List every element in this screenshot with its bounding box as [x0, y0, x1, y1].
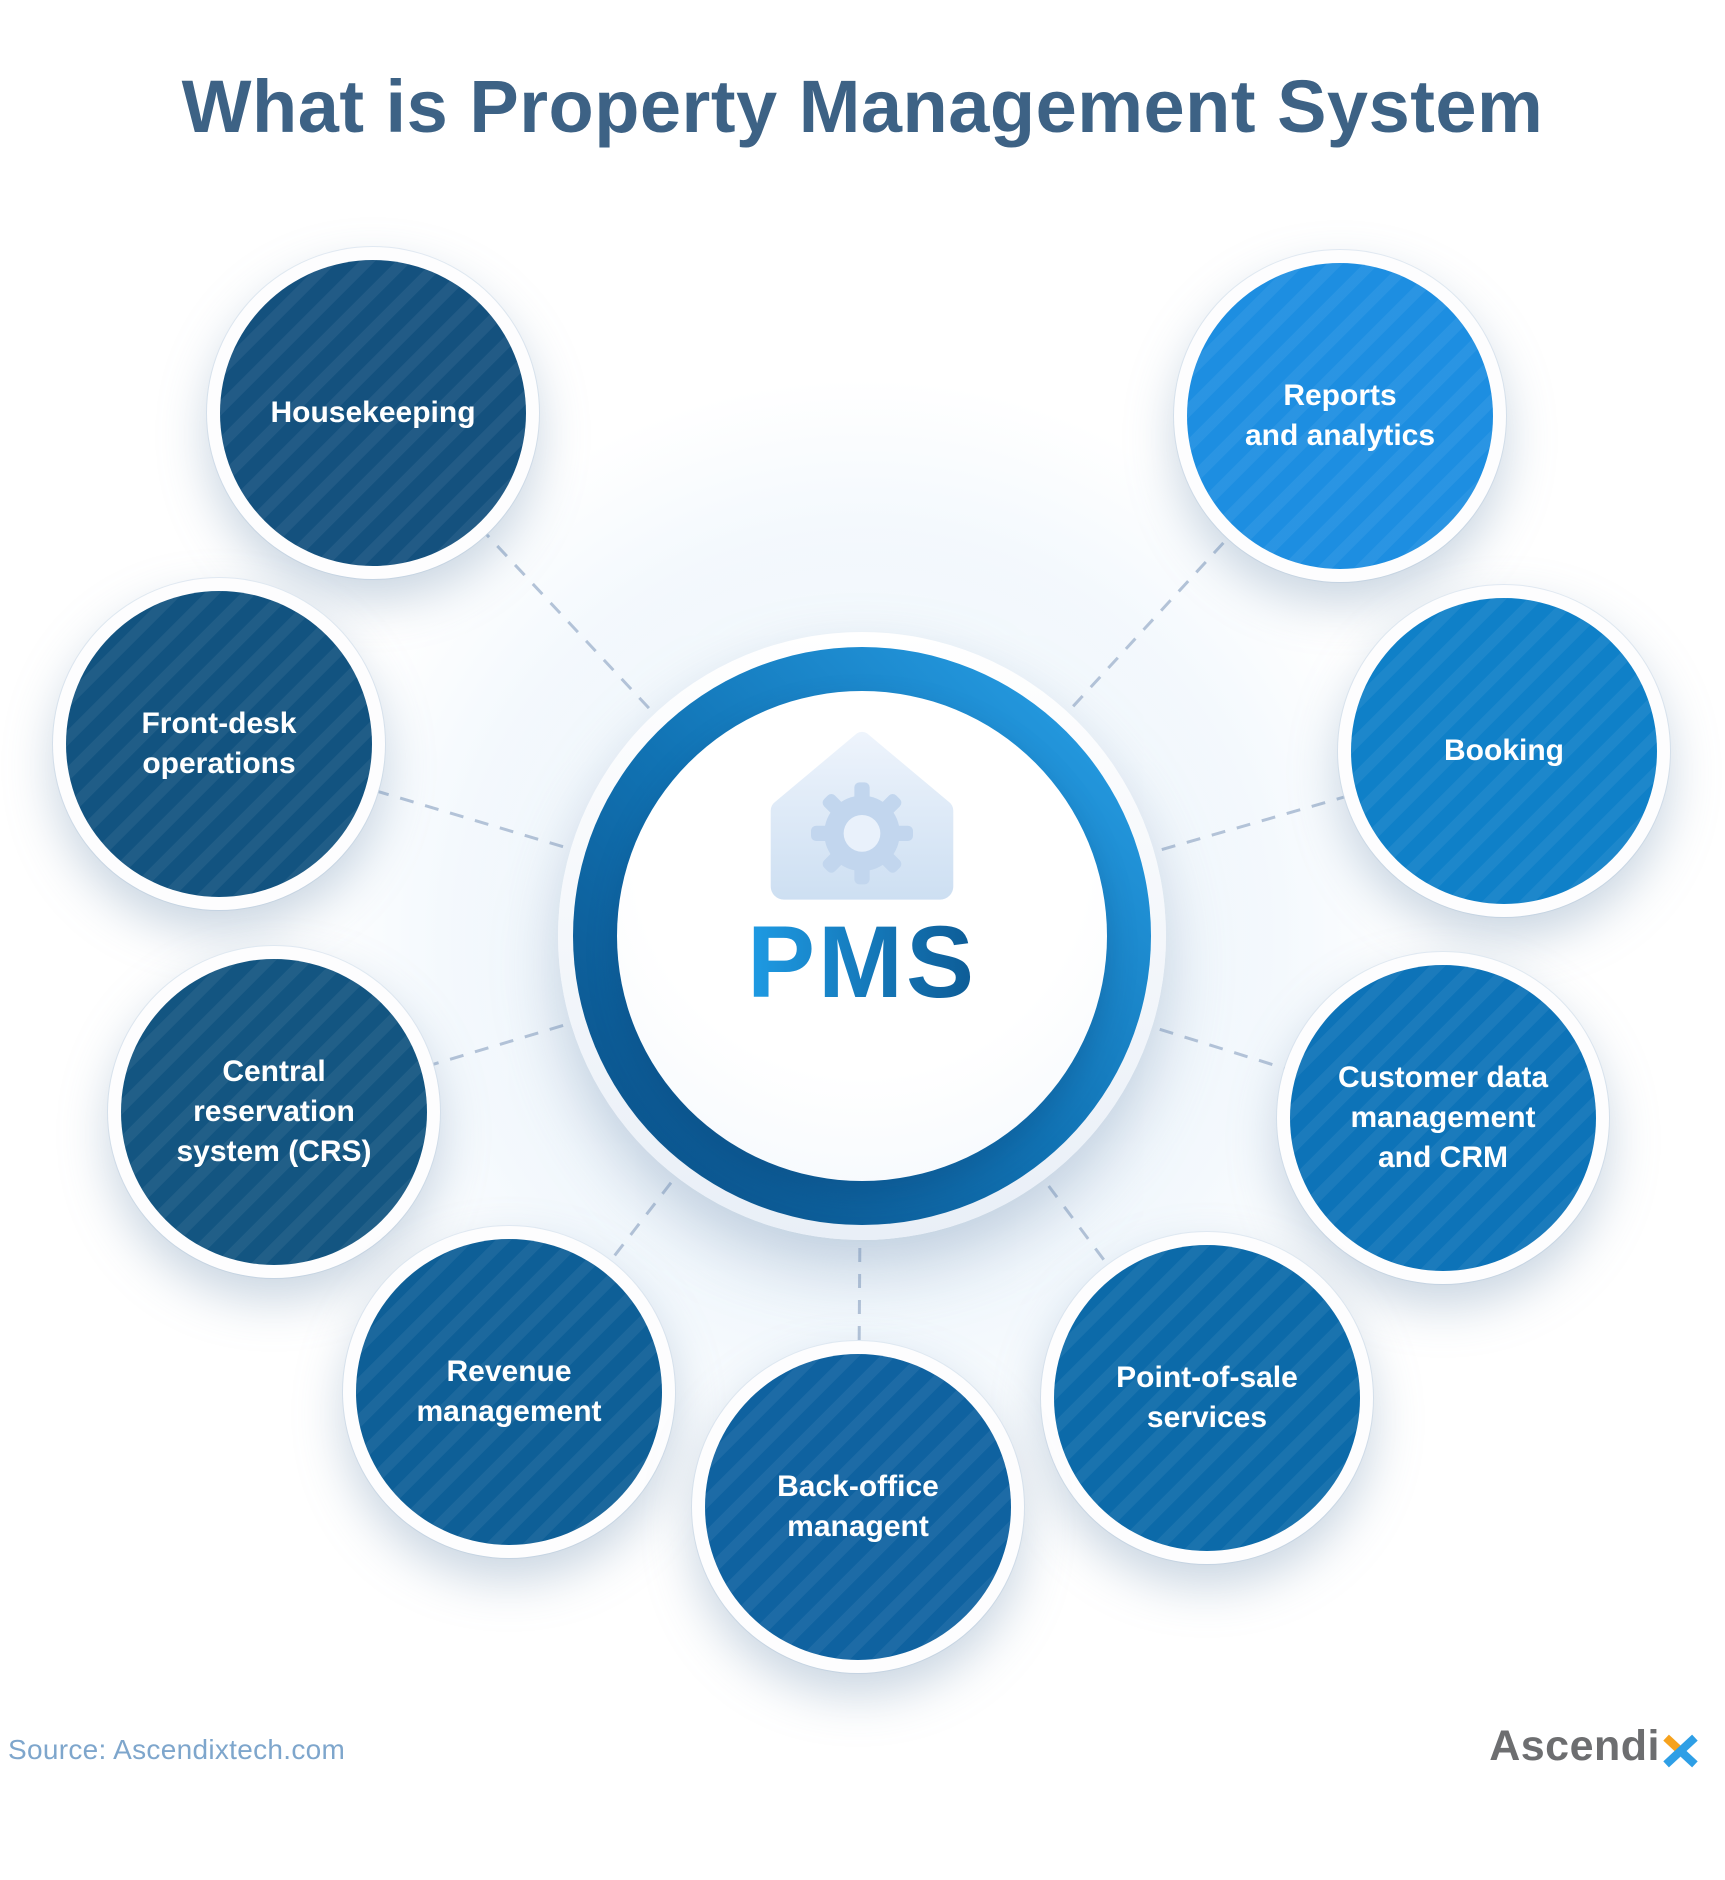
pms-ring: PMS [573, 647, 1151, 1225]
node-front-desk-operations: Front-desk operations [53, 578, 385, 910]
pms-center-medallion: PMS [558, 632, 1166, 1240]
node-circle: Front-desk operations [66, 591, 372, 897]
pms-inner-circle: PMS [617, 691, 1107, 1181]
node-label: Central reservation system (CRS) [176, 1055, 372, 1168]
page-title: What is Property Management System [181, 65, 1544, 148]
node-label: Reports and analytics [1244, 379, 1436, 452]
node-circle: Housekeeping [220, 260, 526, 566]
node-central-reservation-system: Central reservation system (CRS) [108, 946, 440, 1278]
node-label: Booking [1444, 734, 1564, 768]
node-customer-data-management: Customer data management and CRM [1277, 952, 1609, 1284]
source-label: Source: [8, 1734, 107, 1765]
node-circle: Central reservation system (CRS) [121, 959, 427, 1265]
node-label: Customer data management and CRM [1337, 1061, 1549, 1174]
source-value: Ascendixtech.com [113, 1734, 346, 1765]
node-label: Back-office managent [777, 1470, 939, 1543]
brand-logo: Ascendi [1489, 1722, 1699, 1771]
source-credit: Source: Ascendixtech.com [8, 1734, 345, 1766]
node-label: Point-of-sale services [1116, 1361, 1298, 1434]
node-reports-and-analytics: Reports and analytics [1174, 250, 1506, 582]
node-circle: Point-of-sale services [1054, 1245, 1360, 1551]
node-circle: Back-office managent [705, 1354, 1011, 1660]
node-label: Revenue management [416, 1355, 602, 1428]
node-point-of-sale-services: Point-of-sale services [1041, 1232, 1373, 1564]
house-gear-icon [770, 731, 954, 900]
node-label: Front-desk operations [141, 707, 297, 780]
node-back-office-management: Back-office managent [692, 1341, 1024, 1673]
node-circle: Reports and analytics [1187, 263, 1493, 569]
node-booking: Booking [1338, 585, 1670, 917]
node-label: Housekeeping [270, 396, 476, 430]
pms-label: PMS [746, 905, 978, 1019]
node-circle: Customer data management and CRM [1290, 965, 1596, 1271]
node-revenue-management: Revenue management [343, 1226, 675, 1558]
brand-x-icon [1663, 1734, 1698, 1767]
node-housekeeping: Housekeeping [207, 247, 539, 579]
brand-name-text: Ascendi [1489, 1722, 1660, 1770]
node-circle: Booking [1351, 598, 1657, 904]
node-circle: Revenue management [356, 1239, 662, 1545]
